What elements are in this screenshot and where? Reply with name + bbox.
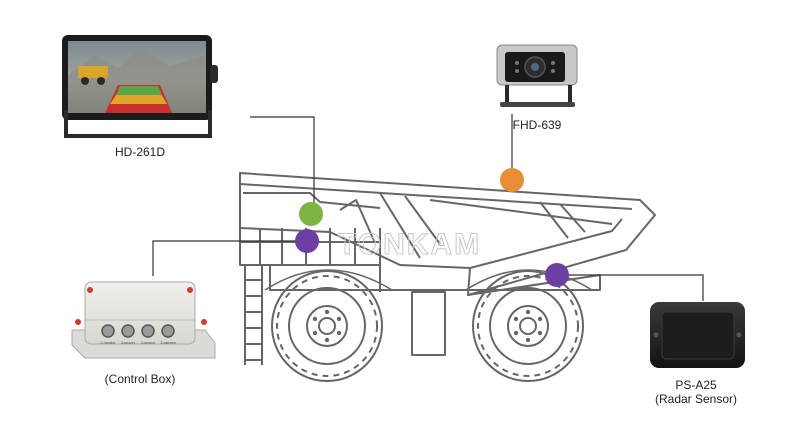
port-label: 2-sensor: [141, 341, 156, 345]
port-label: 3-camera: [160, 341, 175, 345]
monitor-icon: [62, 35, 218, 138]
monitor-label: HD-261D: [114, 145, 165, 159]
control-box-label: (Control Box): [104, 372, 176, 386]
camera-icon: [496, 44, 578, 107]
monitor-connection-dot: [299, 202, 323, 226]
tyre-treads: [276, 275, 579, 377]
lug-nuts: [312, 309, 543, 343]
control-box-icon: [71, 281, 216, 359]
radar-connection-dot: [545, 263, 569, 287]
connector-lines: [152, 114, 704, 301]
control-box-port-labels: 2-monitor 3-buzzer 2-sensor 3-camera: [100, 341, 175, 345]
monitor-connector: [250, 116, 315, 210]
radar-sensor-icon: [650, 302, 745, 368]
control-box-connector: [152, 240, 296, 276]
radar-label-model: PS-A25: [675, 378, 717, 392]
radar-label-description: (Radar Sensor): [654, 392, 738, 406]
mining-truck-illustration: [239, 172, 656, 382]
radar-connector: [568, 274, 704, 301]
port-label: 2-monitor: [100, 341, 116, 345]
port-label: 3-buzzer: [121, 341, 136, 345]
control-box-connection-dot: [295, 229, 319, 253]
watermark: TONKAM: [338, 228, 481, 261]
camera-label: FHD-639: [512, 118, 562, 132]
camera-connection-dot: [500, 168, 524, 192]
